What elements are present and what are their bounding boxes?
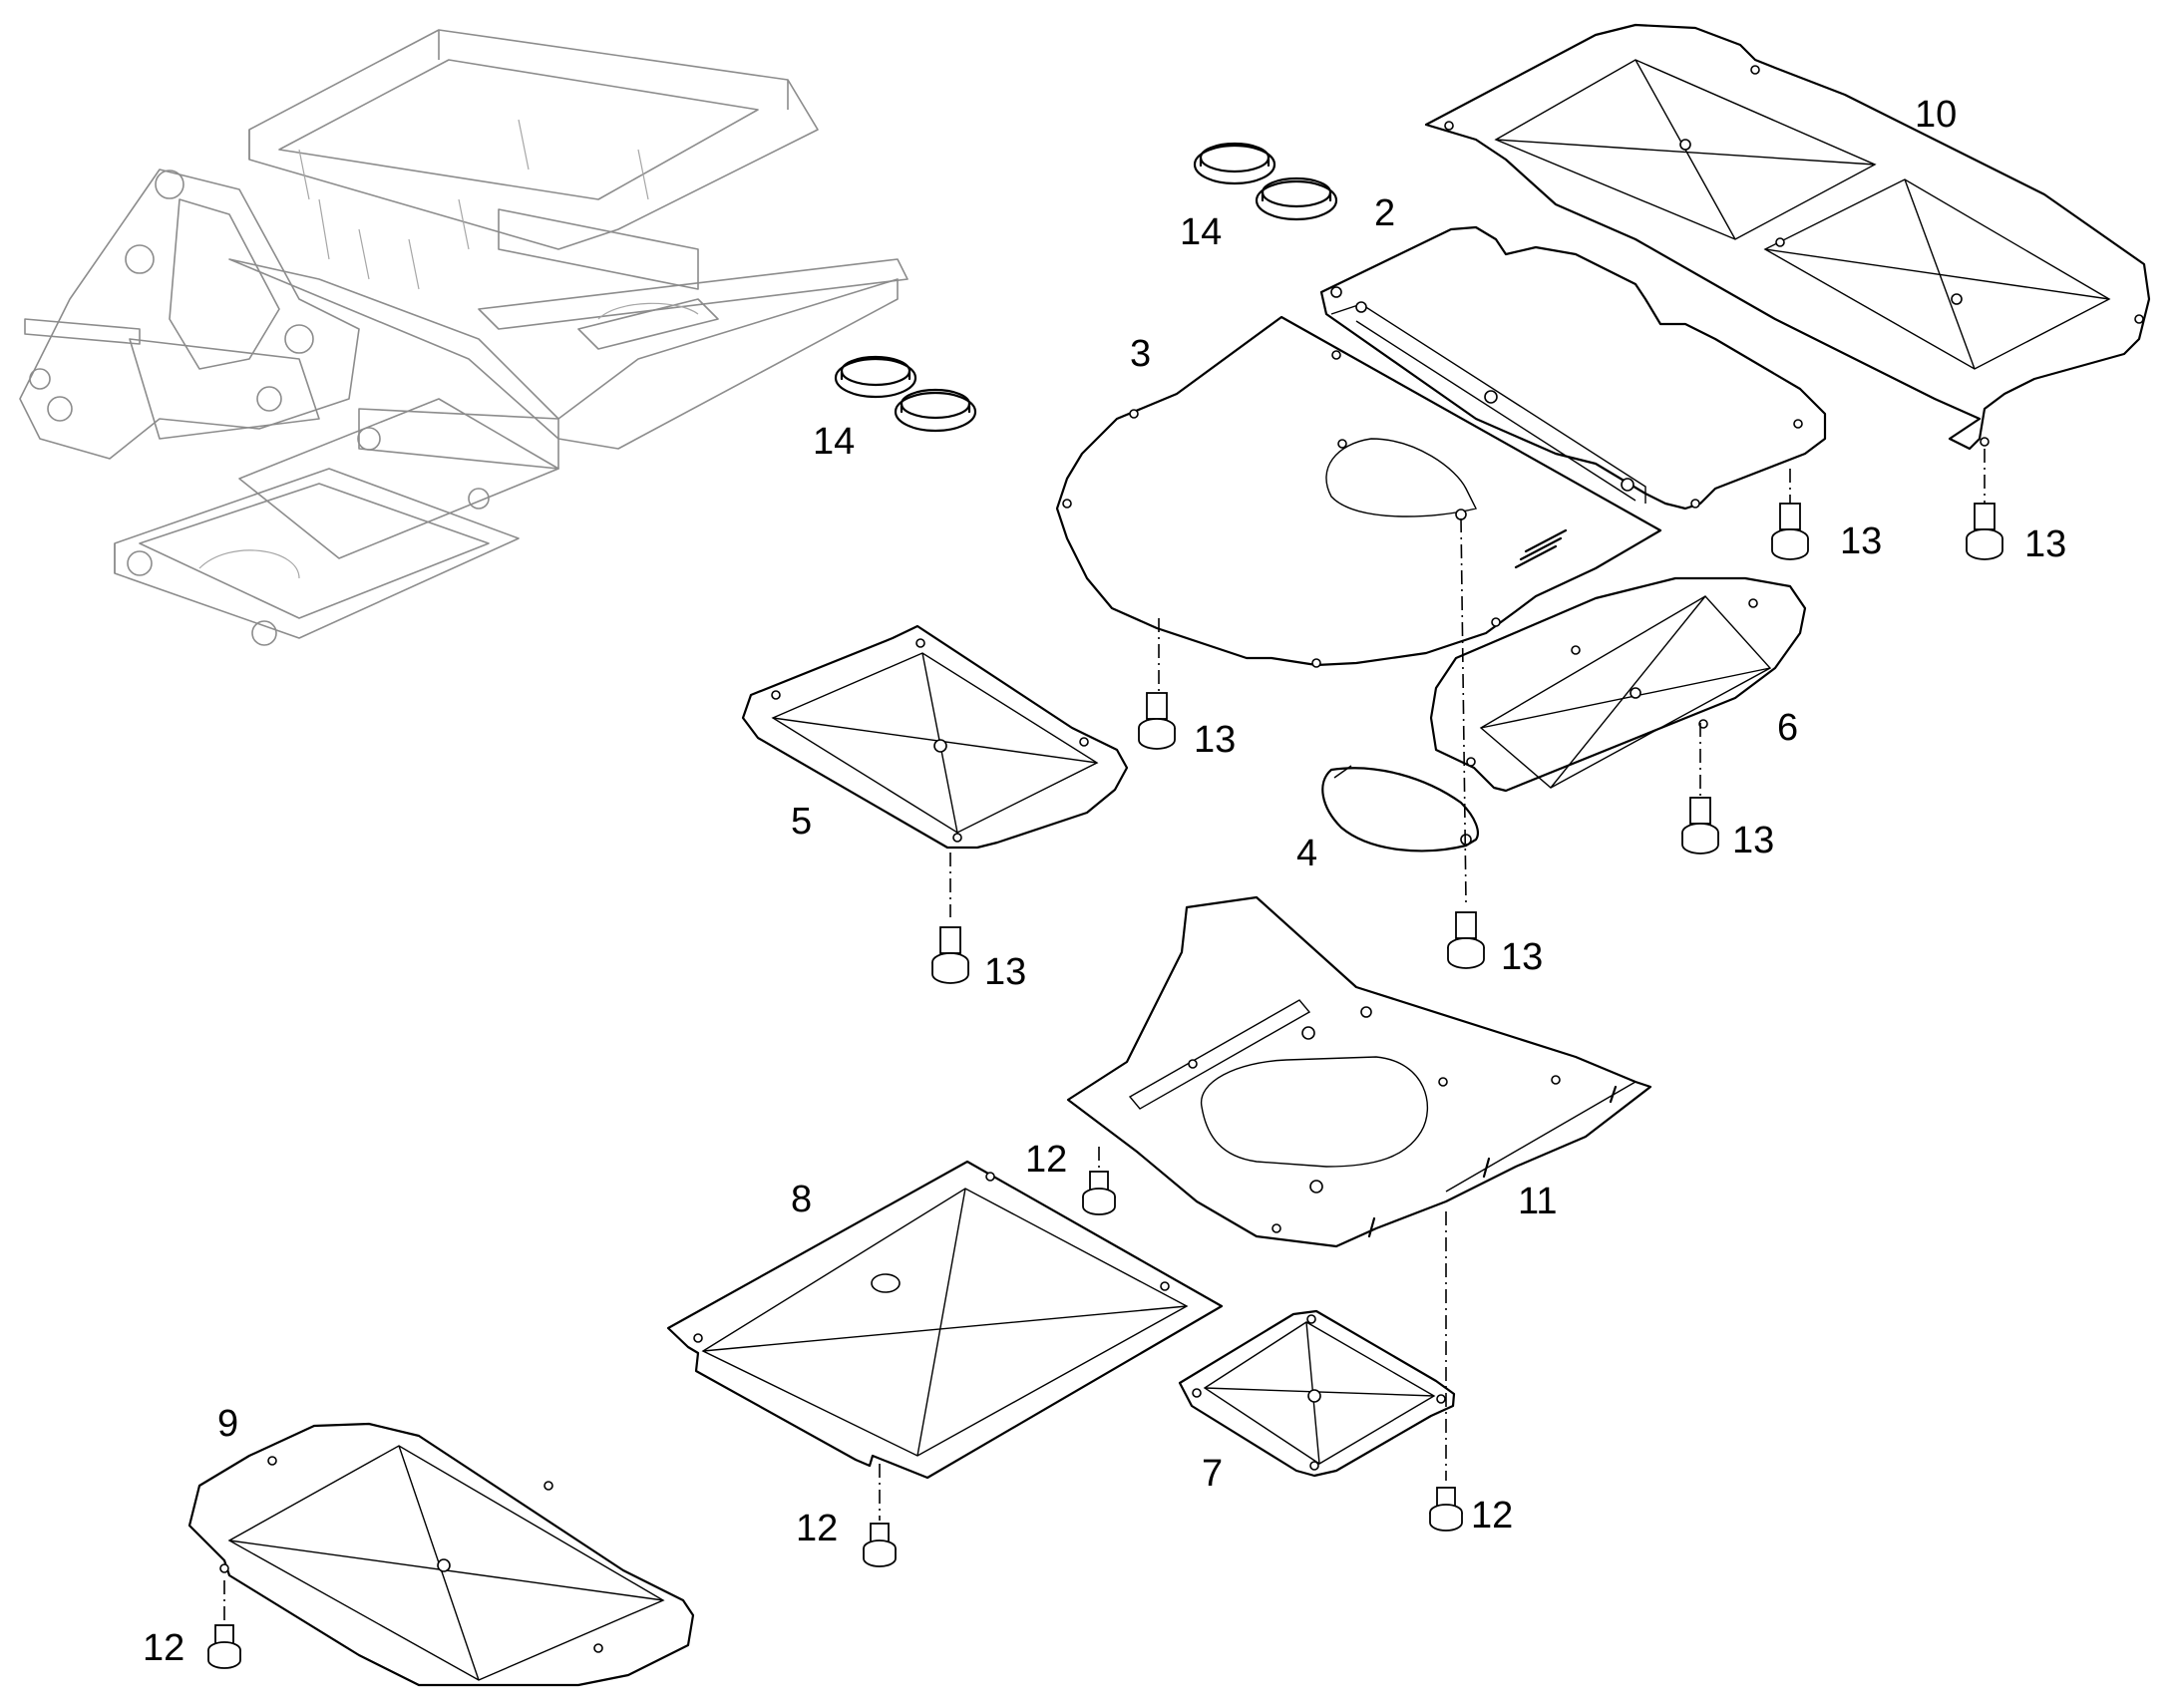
callout-12-plate-8: 12	[796, 1508, 838, 1549]
callout-12-plate-9: 12	[143, 1627, 184, 1669]
assembly-lines	[223, 449, 1986, 1620]
bolt-12-plate-9	[207, 1624, 241, 1669]
callout-13-plate-6: 13	[1732, 820, 1774, 861]
callout-14-left: 14	[813, 421, 855, 463]
bolt-13-plate-2	[1771, 503, 1809, 560]
bolt-12-plate-11	[1082, 1171, 1116, 1215]
callout-13-plate-10: 13	[2024, 523, 2066, 565]
callout-7: 7	[1202, 1453, 1223, 1495]
callout-13-plate-2: 13	[1840, 520, 1882, 562]
callout-4: 4	[1296, 833, 1317, 874]
callout-13-plate-3: 13	[1194, 719, 1236, 761]
part-2-upper-plate	[1319, 225, 1827, 511]
bolt-13-plate-4	[1447, 911, 1485, 969]
callout-11: 11	[1518, 1181, 1557, 1222]
part-9-cover	[187, 1422, 695, 1687]
bolt-12-plate-7	[1429, 1487, 1463, 1532]
callout-13-plate-5: 13	[984, 951, 1026, 993]
callout-8: 8	[791, 1179, 812, 1220]
part-4-half-round-cover	[1321, 765, 1479, 853]
part-14-rings-left	[834, 355, 977, 433]
callout-12-plate-11: 12	[1025, 1139, 1067, 1181]
callout-3: 3	[1130, 333, 1151, 375]
callout-9: 9	[217, 1403, 238, 1445]
part-3-main-plate	[1055, 315, 1662, 668]
callout-13-plate-4: 13	[1501, 936, 1543, 978]
bolt-13-plate-6	[1681, 797, 1719, 854]
part-11-floor-plate	[1066, 895, 1652, 1248]
bolt-13-plate-5	[931, 926, 969, 984]
part-14-rings-top	[1193, 142, 1338, 221]
part-5-cover	[741, 624, 1129, 850]
callout-2: 2	[1374, 192, 1395, 234]
callout-14-top: 14	[1180, 211, 1222, 253]
part-10-rear-cover	[1424, 23, 2151, 451]
bolts	[207, 503, 2003, 1669]
bolt-13-plate-3	[1138, 692, 1176, 750]
callout-10: 10	[1915, 94, 1957, 136]
callout-5: 5	[791, 801, 812, 843]
upper-frame-assembly	[19, 29, 908, 646]
callout-labels: 2 3 4 5 6 7 8 9 10 11 12 12 12 12 13 13 …	[143, 94, 2066, 1669]
callout-12-plate-7: 12	[1471, 1495, 1513, 1537]
part-6-oblong-cover	[1429, 576, 1807, 793]
part-7-small-cover	[1178, 1309, 1456, 1478]
callout-6: 6	[1777, 707, 1798, 749]
bolt-13-plate-10	[1966, 503, 2003, 560]
part-8-square-cover	[666, 1160, 1224, 1480]
bolt-12-plate-8	[863, 1523, 897, 1567]
